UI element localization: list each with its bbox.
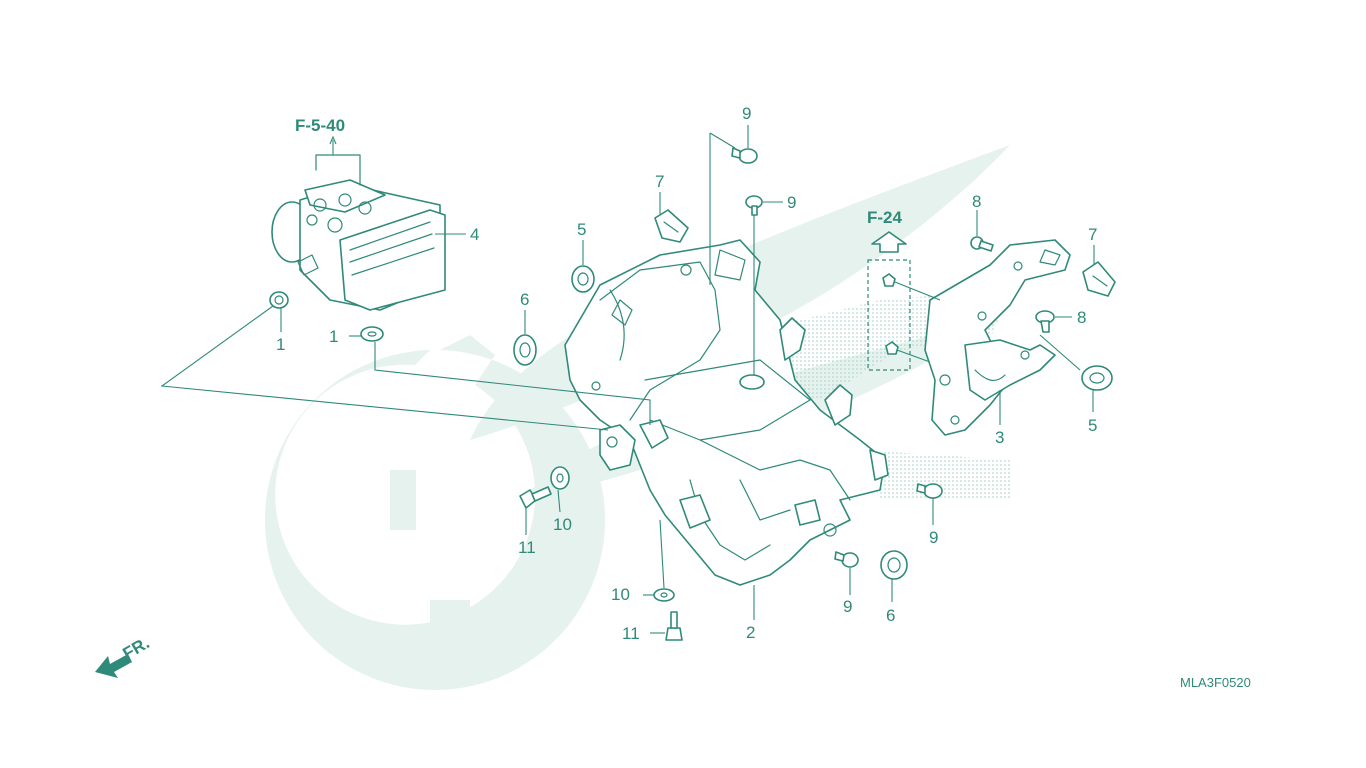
callout-4: 4 <box>470 225 479 244</box>
callout-6a: 6 <box>520 290 529 309</box>
callout-3: 3 <box>995 428 1004 447</box>
callout-7a: 7 <box>655 172 664 191</box>
callout-7b: 7 <box>1088 225 1097 244</box>
front-arrow <box>95 654 132 678</box>
ref-f24-region <box>867 259 941 371</box>
grommet-1b[interactable] <box>360 326 384 342</box>
grommet-1a[interactable] <box>269 291 289 309</box>
mount-rubber-6b[interactable] <box>880 550 908 580</box>
callout-11b: 11 <box>622 624 640 643</box>
abs-modulator-unit[interactable] <box>271 135 446 311</box>
mount-rubber-5a[interactable] <box>571 265 595 293</box>
washer-10a[interactable] <box>550 466 570 490</box>
callout-10b: 10 <box>611 585 630 604</box>
callout-11a: 11 <box>518 538 536 557</box>
leader-lines <box>161 125 1095 634</box>
callout-9b: 9 <box>787 193 796 212</box>
cap-7a[interactable] <box>654 209 689 243</box>
screw-9d[interactable] <box>834 551 859 568</box>
washer-10b[interactable] <box>653 588 675 602</box>
ref-f24-arrow <box>871 231 907 253</box>
callout-1a: 1 <box>276 335 285 354</box>
mount-rubber-5b[interactable] <box>1081 365 1113 391</box>
callout-6b: 6 <box>886 606 895 625</box>
callout-2: 2 <box>746 623 755 642</box>
mount-rubber-6a[interactable] <box>513 334 537 366</box>
callout-1b: 1 <box>329 327 338 346</box>
screw-9a[interactable] <box>731 147 758 164</box>
screw-9b[interactable] <box>745 195 763 216</box>
ref-label-abs-unit: F-5-40 <box>295 116 345 135</box>
callout-8b: 8 <box>1077 308 1086 327</box>
callout-5a: 5 <box>577 220 586 239</box>
callout-5b: 5 <box>1088 416 1097 435</box>
diagram-code: MLA3F0520 <box>1180 675 1251 690</box>
callout-9a: 9 <box>742 104 751 123</box>
ref-label-bracket: F-24 <box>867 208 903 227</box>
side-bracket[interactable] <box>924 239 1071 436</box>
callout-10a: 10 <box>553 515 572 534</box>
callout-9d: 9 <box>843 597 852 616</box>
bolt-8b[interactable] <box>1035 310 1055 333</box>
bolt-11a[interactable] <box>519 486 552 509</box>
bolt-11b[interactable] <box>665 611 683 641</box>
abs-mounting-bracket[interactable] <box>564 239 889 586</box>
callout-9c: 9 <box>929 528 938 547</box>
bolt-8a[interactable] <box>970 236 994 252</box>
callout-8a: 8 <box>972 192 981 211</box>
cap-7b[interactable] <box>1082 261 1116 297</box>
